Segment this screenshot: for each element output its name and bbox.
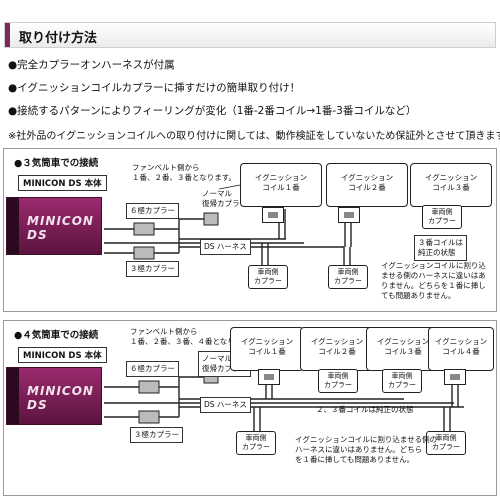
p4v4-b: カプラー (432, 443, 460, 451)
panel4-body-label: MINICON DS 本体 (18, 347, 107, 363)
veh3-b: カプラー (428, 217, 456, 225)
panel3-coil-3: イグニッションコイル３番 (410, 163, 492, 207)
panel4-coil1-plug (258, 369, 280, 385)
p4c3-b: コイル３番 (384, 347, 422, 356)
panel3-body-label: MINICON DS 本体 (18, 175, 107, 191)
panel4-warning: イグニッションコイルに割り込ませる側の ハーネスに違いはありません。どちら を１… (292, 433, 440, 467)
section-header: 取り付け方法 (4, 22, 496, 48)
coil2-text-a: イグニッション (340, 173, 394, 182)
p3-warn-1: イグニッションコイルに割り込 (381, 261, 486, 270)
coil1-text-a: イグニッション (254, 173, 308, 182)
unit-logo-text: MINICON DS (27, 384, 94, 412)
panel3-fanbelt-line2: １番、２番、３番となります。 (132, 173, 237, 182)
panel4-fanbelt-line1: ファンベルト側から (130, 327, 198, 336)
p3-warn-4: ても問題ありません。 (381, 291, 456, 300)
unit-side-band (7, 198, 19, 254)
p4v4-a: 車両側 (435, 434, 457, 442)
panel-3-cylinder: ●３気筒車での接続 MINICON DS 本体 MINICON DS ファンベル… (3, 148, 497, 312)
p4v1-b: カプラー (242, 443, 270, 451)
panel3-coil1-plug (262, 207, 284, 223)
panel3-coil2-plug (338, 207, 360, 223)
panel3-vehicle-coupler-1: 車両側カプラー (248, 265, 288, 289)
bullet-2: ●イグニッションコイルカプラーに挿すだけの簡単取り付け！ (8, 82, 301, 94)
coil3-note-b: 純正の状態 (418, 248, 456, 257)
coil1-text-b: コイル１番 (262, 183, 300, 192)
panel3-coil3-vehicle-coupler: 車両側カプラー (422, 205, 462, 229)
header-accent-bar (5, 23, 10, 47)
panel3-normal-label-2: 復帰カプラー (202, 199, 247, 208)
p3-warn-3: りません。どちらを１番に挿し (381, 281, 486, 290)
panel4-vehicle-coupler-1: 車両側カプラー (236, 431, 276, 455)
p4c2-b: コイル２番 (318, 347, 356, 356)
p4-warn-2: ハーネスに違いはありません。どちら (295, 445, 423, 454)
p4v3-b: カプラー (388, 381, 416, 389)
panel3-warning: イグニッションコイルに割り込 ませる側のハーネスに違いはあ りません。どちらを１… (378, 259, 489, 303)
panel4-3pin-label: ３極カプラー (130, 427, 183, 443)
panel4-minicon-unit: MINICON DS (6, 367, 102, 425)
panel4-title: ●４気筒車での接続 (14, 330, 99, 341)
p4c4-b: コイル４番 (442, 347, 480, 356)
panel3-minicon-unit: MINICON DS (6, 197, 102, 255)
p4v1-a: 車両側 (245, 434, 267, 442)
p4v3-a: 車両側 (391, 372, 413, 380)
panel3-title: ●３気筒車での接続 (14, 158, 99, 169)
panel4-vehicle-coupler-4: 車両側カプラー (426, 431, 466, 455)
panel3-coil-2: イグニッションコイル２番 (326, 163, 408, 207)
p4v2-a: 車両側 (327, 372, 349, 380)
panel3-6pin-label: ６極カプラー (126, 203, 179, 219)
panel4-fanbelt-line2: １番、２番、３番、４番となります。 (130, 337, 257, 346)
panel3-3pin-label: ３極カプラー (126, 261, 179, 277)
p4c2-a: イグニッション (310, 337, 364, 346)
p4-warn-3: を１番に挿しても問題ありません。 (295, 455, 415, 464)
unit-side-band (7, 368, 19, 424)
veh1-a: 車両側 (257, 268, 279, 276)
p4-warn-1: イグニッションコイルに割り込ませる側の (295, 435, 438, 444)
p4c1-b: コイル１番 (248, 347, 286, 356)
panel3-harness-label: DS ハーネス (200, 239, 251, 255)
p4c3-a: イグニッション (376, 337, 430, 346)
panel-4-cylinder: ●４気筒車での接続 MINICON DS 本体 MINICON DS ファンベル… (3, 320, 497, 496)
panel4-coil-4: イグニッションコイル４番 (428, 327, 494, 371)
panel4-coil4-plug (444, 369, 466, 385)
panel4-6pin-label: ６極カプラー (126, 361, 179, 377)
panel4-coil2-vehicle-coupler: 車両側カプラー (318, 369, 358, 393)
warranty-note: ※社外品のイグニッションコイルへの取り付けに関しては、動作検証をしていないため保… (8, 131, 500, 142)
p3-warn-2: ませる側のハーネスに違いはあ (381, 271, 486, 280)
panel4-harness-label: DS ハーネス (200, 397, 251, 413)
bullet-3: ●接続するパターンによりフィーリングが変化（1番-2番コイル→1番-3番コイルな… (8, 105, 417, 117)
coil3-text-b: コイル３番 (432, 183, 470, 192)
panel4-coil-1: イグニッションコイル１番 (230, 327, 304, 371)
p4c4-a: イグニッション (434, 337, 488, 346)
veh3-a: 車両側 (431, 208, 453, 216)
panel4-coil-2: イグニッションコイル２番 (300, 327, 374, 371)
veh2-b: カプラー (334, 277, 362, 285)
bullet-1: ●完全カプラーオンハーネスが付属 (8, 59, 175, 71)
panel3-fanbelt-line1: ファンベルト側から (132, 163, 200, 172)
panel3-coil-1: イグニッションコイル１番 (240, 163, 322, 207)
p4-normal-b: 復帰カプラー (202, 364, 247, 373)
panel3-normal-label-1: ノーマル (202, 189, 232, 198)
panel4-stock-note: ２、３番コイルは純正の状態 (316, 405, 414, 414)
panel3-coil3-note: ３番コイルは純正の状態 (414, 235, 467, 261)
panel4-coil-3: イグニッションコイル３番 (366, 327, 440, 371)
p4v2-b: カプラー (324, 381, 352, 389)
p4-normal-a: ノーマル (202, 354, 232, 363)
veh2-a: 車両側 (337, 268, 359, 276)
p4c1-a: イグニッション (240, 337, 294, 346)
panel4-coil3-vehicle-coupler: 車両側カプラー (382, 369, 422, 393)
coil3-text-a: イグニッション (424, 173, 478, 182)
section-title: 取り付け方法 (19, 31, 98, 46)
panel3-vehicle-coupler-2: 車両側カプラー (328, 265, 368, 289)
unit-logo-text: MINICON DS (27, 214, 94, 242)
coil3-note-a: ３番コイルは (418, 238, 463, 247)
coil2-text-b: コイル２番 (348, 183, 386, 192)
veh1-b: カプラー (254, 277, 282, 285)
